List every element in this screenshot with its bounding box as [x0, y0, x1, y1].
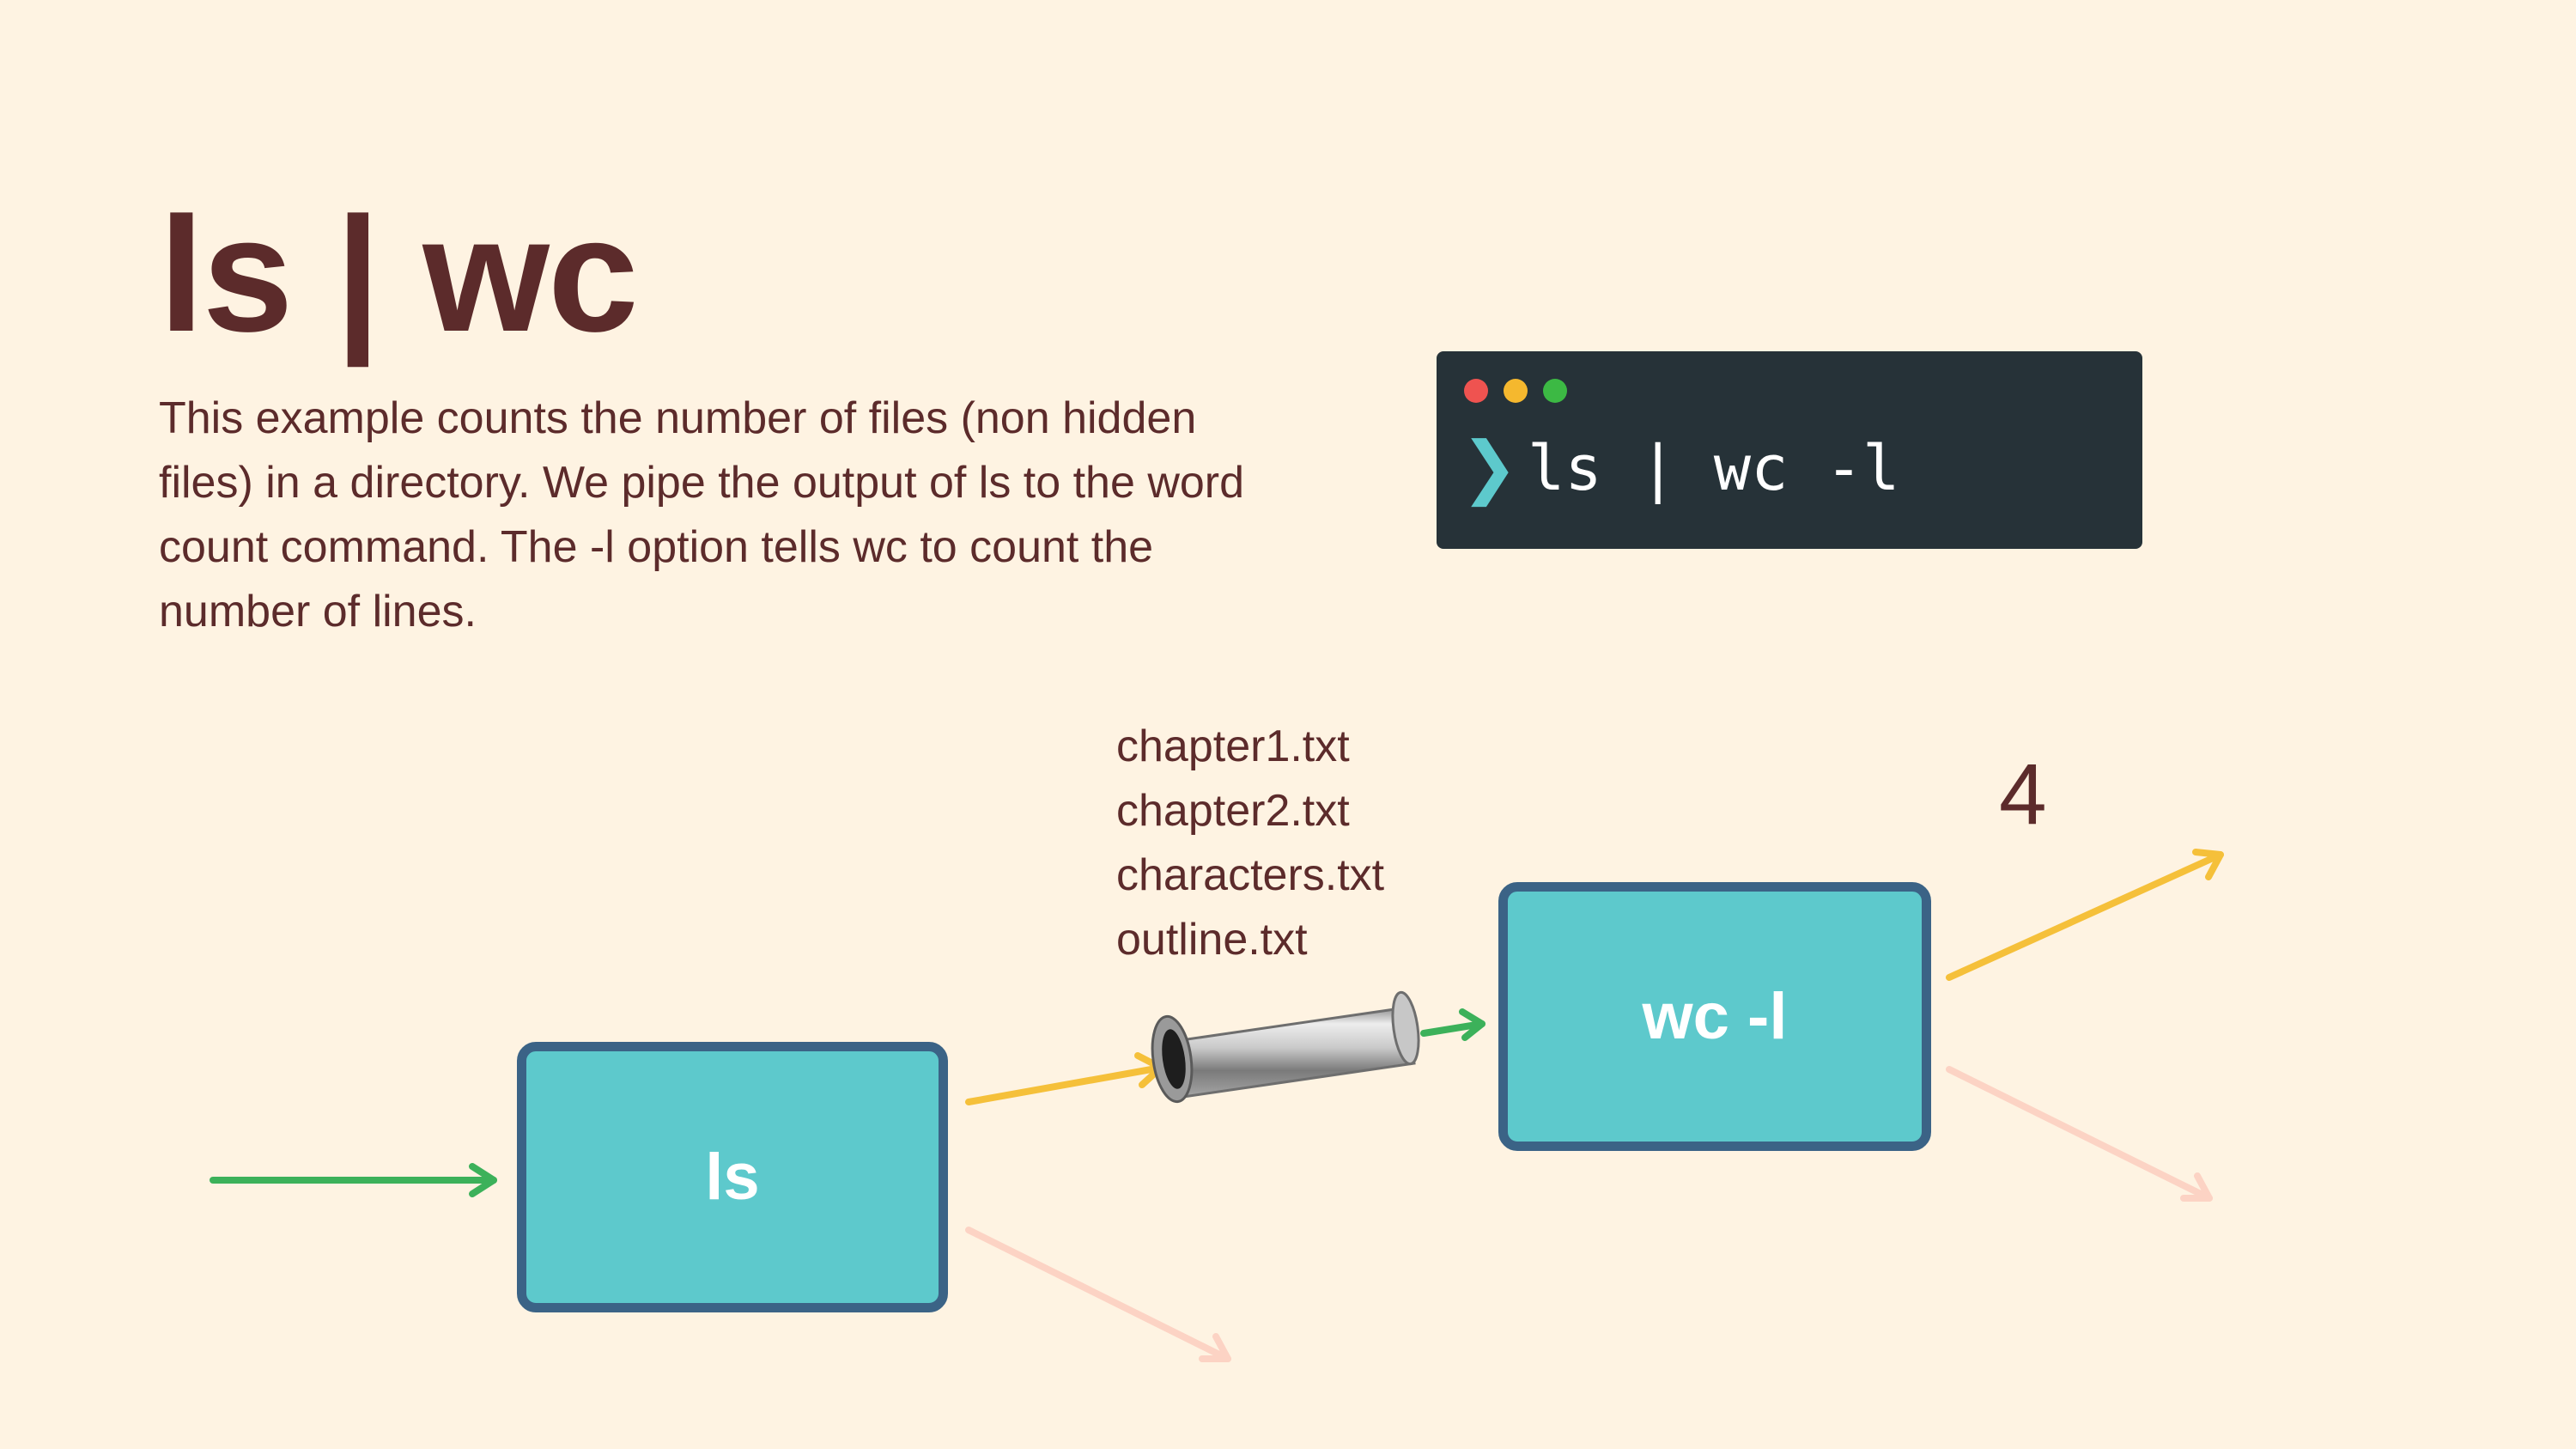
- terminal-window: ❯ ls | wc -l: [1437, 351, 2142, 549]
- prompt-chevron-icon: ❯: [1461, 427, 1519, 507]
- piped-file-item: chapter1.txt: [1116, 721, 1350, 771]
- ls-process-label: ls: [705, 1141, 760, 1214]
- stdin-arrow-icon: [210, 1163, 497, 1197]
- pipe-icon: [1151, 990, 1420, 1104]
- terminal-close-dot: [1464, 379, 1488, 403]
- ls-process-box: ls: [517, 1042, 948, 1312]
- terminal-command: ls | wc -l: [1528, 432, 1900, 504]
- wc-stderr-arrow-icon: [1946, 1066, 2213, 1202]
- slide-description: This example counts the number of files …: [159, 393, 1245, 636]
- terminal-maximize-dot: [1543, 379, 1567, 403]
- ls-stdout-arrow-icon: [965, 1052, 1164, 1105]
- wc-stdout-arrow-icon: [1946, 849, 2224, 981]
- pipe-stdin-arrow-icon: [1420, 1008, 1485, 1041]
- wc-process-box: wc -l: [1498, 882, 1931, 1151]
- piped-file-list: chapter1.txt chapter2.txt characters.txt…: [1116, 715, 1384, 972]
- piped-file-item: outline.txt: [1116, 915, 1308, 965]
- output-value: 4: [1999, 746, 2047, 843]
- ls-stderr-arrow-icon: [965, 1227, 1231, 1362]
- slide-title: ls | wc: [159, 184, 639, 366]
- terminal-minimize-dot: [1504, 379, 1528, 403]
- piped-file-item: chapter2.txt: [1116, 786, 1350, 836]
- piped-file-item: characters.txt: [1116, 850, 1385, 900]
- wc-process-label: wc -l: [1642, 980, 1788, 1053]
